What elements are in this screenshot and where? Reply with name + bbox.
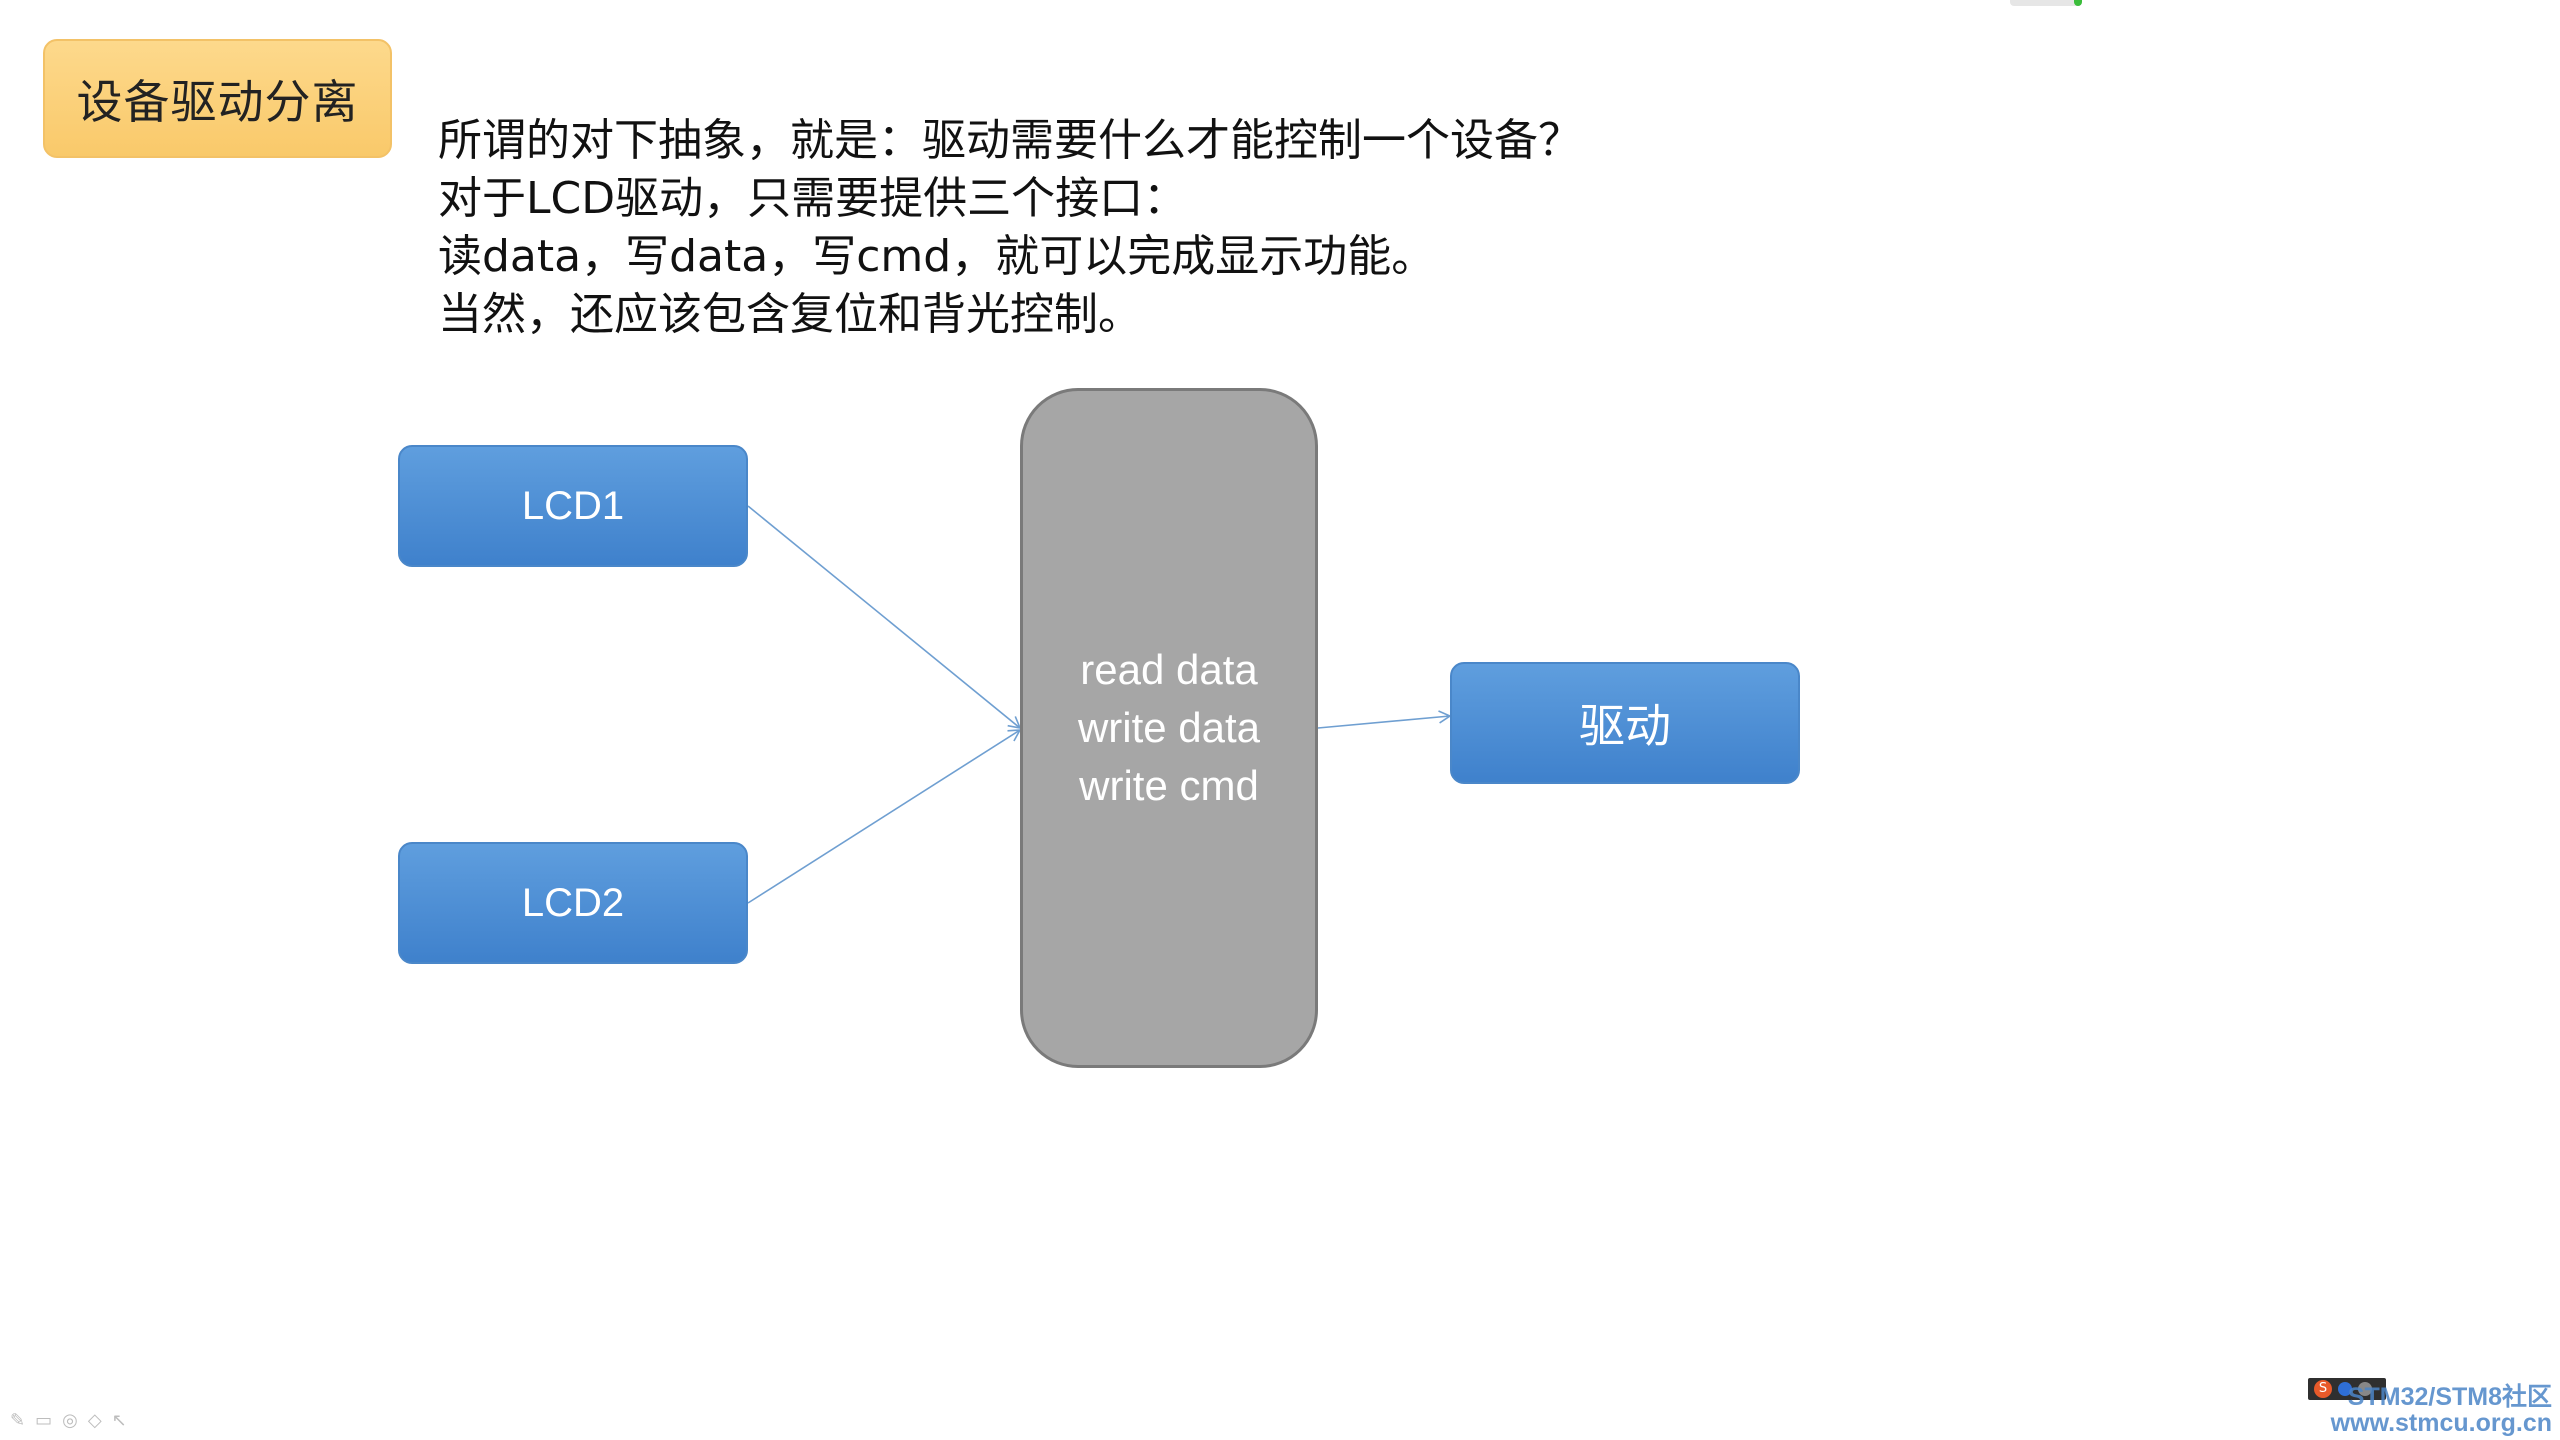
- driver-node: 驱动: [1450, 662, 1800, 784]
- watermark-line2: www.stmcu.org.cn: [2330, 1409, 2552, 1437]
- input-method-icon[interactable]: S: [2314, 1380, 2332, 1398]
- description-line: 当然，还应该包含复位和背光控制。: [438, 289, 1142, 340]
- lcd2-label: LCD2: [521, 880, 625, 925]
- slide-title: 设备驱动分离: [76, 74, 359, 129]
- site-watermark: STM32/STM8社区 www.stmcu.org.cn: [2331, 1384, 2552, 1436]
- pointer-circle-icon[interactable]: ◎: [62, 1410, 78, 1431]
- tray-network-icon[interactable]: [2338, 1382, 2352, 1396]
- watermark-line1: STM32/STM8社区: [2347, 1383, 2552, 1411]
- interface-read-data: read data: [1080, 646, 1258, 693]
- tray-volume-icon[interactable]: [2358, 1382, 2372, 1396]
- arrow-lcd2-to-interface: [747, 729, 1022, 904]
- window-indicator: [2010, 0, 2082, 6]
- interface-block: read data write data write cmd: [1020, 388, 1318, 1068]
- arrow-interface-to-driver: [1317, 710, 1452, 729]
- slide-description: 所谓的对下抽象，就是：驱动需要什么才能控制一个设备？ 对于LCD驱动，只需要提供…: [438, 112, 1938, 344]
- slide-title-box: 设备驱动分离: [43, 39, 392, 158]
- driver-label: 驱动: [1579, 699, 1671, 753]
- description-line: 所谓的对下抽象，就是：驱动需要什么才能控制一个设备？: [438, 115, 1582, 166]
- system-tray: S: [2308, 1378, 2386, 1400]
- interface-write-cmd: write cmd: [1079, 762, 1259, 809]
- lcd1-node: LCD1: [398, 445, 748, 567]
- description-line: 对于LCD驱动，只需要提供三个接口：: [438, 173, 1188, 224]
- lcd2-node: LCD2: [398, 842, 748, 964]
- description-line: 读data，写data，写cmd，就可以完成显示功能。: [438, 231, 1436, 282]
- lcd1-label: LCD1: [521, 483, 625, 528]
- pen-icon[interactable]: ✎: [10, 1410, 26, 1431]
- arrow-lcd1-to-interface: [747, 505, 1022, 730]
- slideshow-toolbar: ✎ ▭ ◎ ◇ ↖: [10, 1410, 127, 1431]
- slides-icon[interactable]: ▭: [35, 1410, 53, 1431]
- interface-write-data: write data: [1077, 704, 1261, 751]
- cursor-icon[interactable]: ↖: [111, 1410, 127, 1431]
- status-dot-icon: [2074, 0, 2082, 6]
- eraser-icon[interactable]: ◇: [87, 1410, 102, 1431]
